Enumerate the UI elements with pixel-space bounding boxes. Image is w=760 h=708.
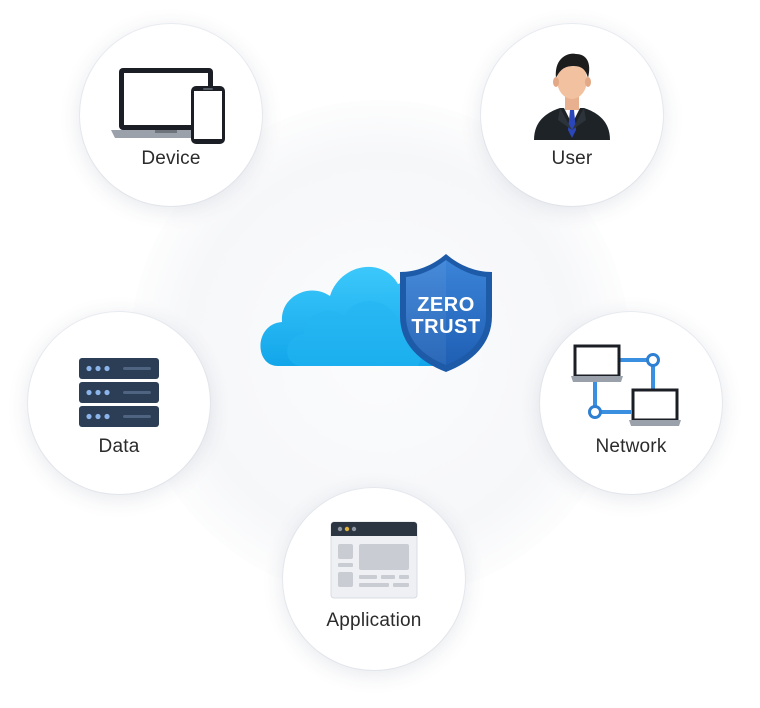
node-label: User — [551, 148, 593, 169]
node-label: Network — [595, 436, 667, 457]
shield-icon — [400, 254, 492, 372]
shield-line-zero: ZERO — [417, 294, 475, 316]
network-icon — [571, 344, 681, 426]
shield-label: ZERO TRUST — [396, 294, 496, 338]
node-label: Application — [326, 610, 422, 631]
server-unit — [79, 358, 159, 379]
shield-line-trust: TRUST — [411, 316, 481, 338]
node-label: Data — [98, 436, 140, 457]
server-rack-icon — [79, 358, 159, 427]
node-label: Device — [141, 148, 201, 169]
server-unit — [79, 406, 159, 427]
zero-trust-center: ZERO TRUST — [258, 242, 498, 376]
node-application: Application — [283, 488, 465, 670]
laptop-phone-icon — [111, 68, 225, 144]
server-unit — [79, 382, 159, 403]
node-network: Network — [540, 312, 722, 494]
node-data: Data — [28, 312, 210, 494]
businessman-icon — [534, 53, 610, 140]
node-device: Device — [80, 24, 262, 206]
node-user: User — [481, 24, 663, 206]
app-window-icon — [330, 521, 418, 599]
